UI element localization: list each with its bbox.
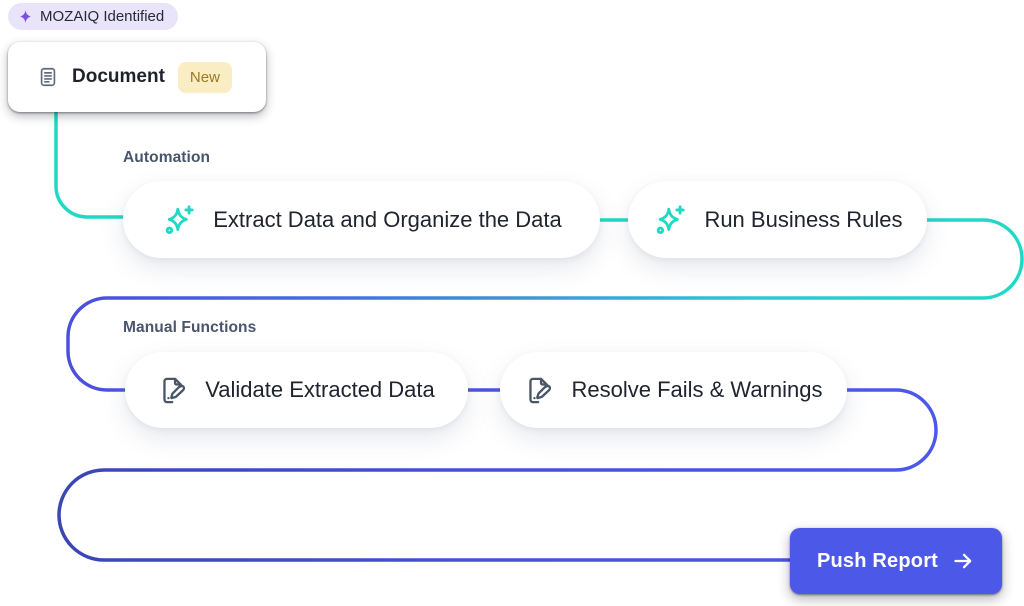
connector-resolve-to-push-report [57,388,938,562]
document-icon [37,66,59,88]
step-label: Resolve Fails & Warnings [571,377,823,402]
document-card[interactable]: Document New [8,42,266,112]
mozaiq-badge-label: MOZAIQ Identified [40,8,165,25]
connector-run-to-validate [66,218,1024,392]
push-report-label: Push Report [816,549,939,572]
new-status-badge: New [177,61,232,93]
sparkles-icon [652,202,688,238]
connector-document-to-extract [54,108,125,219]
step-extract-data[interactable]: Extract Data and Organize the Data [123,181,600,258]
arrow-right-icon [951,549,975,573]
step-label: Run Business Rules [704,206,903,232]
step-resolve-fails-warnings[interactable]: Resolve Fails & Warnings [500,352,847,428]
step-run-business-rules[interactable]: Run Business Rules [628,181,927,258]
file-edit-icon [524,375,555,406]
step-label: Extract Data and Organize the Data [213,206,562,232]
manual-functions-section-label: Manual Functions [123,319,257,336]
document-card-title: Document [72,66,165,87]
mozaiq-identified-badge: MOZAIQ Identified [8,3,179,30]
file-edit-icon [158,375,189,406]
push-report-button[interactable]: Push Report [790,528,1002,594]
step-label: Validate Extracted Data [205,377,435,402]
sparkles-icon [161,202,197,238]
sparkle-icon [18,9,33,24]
automation-section-label: Automation [123,149,211,166]
step-validate-extracted-data[interactable]: Validate Extracted Data [125,352,468,428]
